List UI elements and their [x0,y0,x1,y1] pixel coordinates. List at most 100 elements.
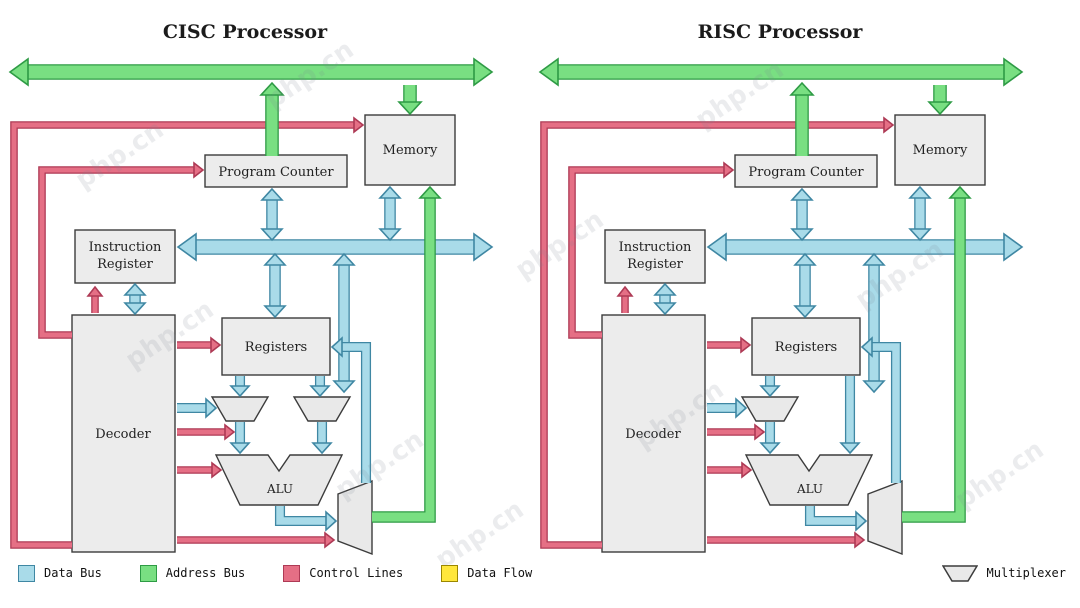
data-bus-branch-arrow [862,252,886,394]
legend: Data Bus Address Bus Control Lines Data Flo… [18,561,1066,585]
decoder-to-mux-a-arrow [707,397,748,419]
decoder-label: Decoder [95,427,151,442]
decoder-to-alu-control-arrow [707,461,753,479]
legend-label: Data Flow [467,566,533,580]
memory-data-bus-arrow [908,185,932,242]
decoder-to-registers-control-arrow [177,336,222,354]
program-counter-box: Program Counter [204,154,348,188]
mux-a-shape [740,396,800,422]
control-to-memory-line [540,116,895,549]
memory-data-bus-arrow [378,185,402,242]
registers-to-mux-a-arrow [229,376,251,398]
registers-box: Registers [751,317,861,376]
mux-b-shape [292,396,352,422]
registers-to-alu-arrow [839,376,861,455]
control-to-pc-line [568,161,735,339]
decoder-to-mux-a-arrow [177,397,218,419]
legend-item-data-flow: Data Flow [441,564,533,582]
data-bus-swatch [18,564,35,582]
registers-data-bus-arrow [263,252,287,319]
program-counter-label: Program Counter [748,165,864,180]
decoder-to-alu-control-arrow [177,461,223,479]
decoder-to-output-mux-control-arrow [707,531,866,549]
alu-label: ALU [266,482,293,496]
instruction-register-label: Instruction [89,240,162,255]
alu-shape [214,454,344,506]
mux-a-shape [210,396,270,422]
registers-label: Registers [775,340,837,355]
legend-label: Control Lines [309,566,404,580]
output-mux-shape [337,479,373,556]
alu-label: ALU [796,482,823,496]
ir-decoder-data-arrow [653,282,677,316]
address-bus-swatch [139,564,157,582]
decoder-box: Decoder [71,314,176,553]
control-lines-swatch [283,564,301,582]
pc-data-bus-arrow [260,187,284,242]
registers-to-mux-b-arrow [309,376,331,398]
legend-item-address-bus: Address Bus [139,564,246,582]
decoder-to-ir-control-arrow [86,285,104,313]
pc-to-address-bus-arrow [259,81,285,156]
data-bus [706,232,1024,262]
control-to-pc-line [38,161,205,339]
registers-to-mux-a-arrow [759,376,781,398]
alu-to-output-mux-arrow [274,506,338,532]
output-mux-to-registers-arrow [860,336,902,483]
program-counter-box: Program Counter [734,154,878,188]
address-bus-to-memory-arrow [927,85,953,116]
memory-label: Memory [383,143,438,158]
data-bus-branch-arrow [332,252,356,394]
alu-to-output-mux-arrow [804,506,868,532]
data-flow-swatch [441,564,459,582]
mux-a-to-alu-arrow [229,422,251,455]
legend-items: Data Bus Address Bus Control Lines Data Flo… [18,564,533,582]
legend-item-data-bus: Data Bus [18,564,102,582]
decoder-label: Decoder [625,427,681,442]
legend-item-control-lines: Control Lines [283,564,404,582]
address-bus [8,57,494,87]
instruction-register-label: Register [627,257,684,272]
ir-decoder-data-arrow [123,282,147,316]
decoder-box: Decoder [601,314,706,553]
program-counter-label: Program Counter [218,165,334,180]
registers-box: Registers [221,317,331,376]
instruction-register-label: Instruction [619,240,692,255]
control-to-memory-line [10,116,365,549]
decoder-to-output-mux-control-arrow [177,531,336,549]
memory-box: Memory [364,114,456,186]
decoder-mux-control-arrow [177,423,236,441]
pc-to-address-bus-arrow [789,81,815,156]
address-bus-to-memory-arrow [397,85,423,116]
decoder-to-registers-control-arrow [707,336,752,354]
legend-label: Address Bus [165,566,246,580]
data-bus [176,232,494,262]
instruction-register-label: Register [97,257,154,272]
output-mux-to-registers-arrow [330,336,372,483]
risc-title: RISC Processor [698,21,864,43]
mux-a-to-alu-arrow [759,422,781,455]
decoder-mux-control-arrow [707,423,766,441]
memory-box: Memory [894,114,986,186]
output-mux-shape [867,479,903,556]
decoder-to-ir-control-arrow [616,285,634,313]
legend-label: Data Bus [44,566,102,580]
multiplexer-icon [941,564,978,582]
output-mux-to-memory-address-line [902,185,972,523]
pc-data-bus-arrow [790,187,814,242]
address-bus [538,57,1024,87]
cisc-title: CISC Processor [163,21,328,43]
output-mux-to-memory-address-line [372,185,442,523]
registers-data-bus-arrow [793,252,817,319]
legend-multiplexer: Multiplexer [941,564,1066,582]
mux-b-to-alu-arrow [311,422,333,455]
memory-label: Memory [913,143,968,158]
multiplexer-label: Multiplexer [986,566,1066,580]
registers-label: Registers [245,340,307,355]
